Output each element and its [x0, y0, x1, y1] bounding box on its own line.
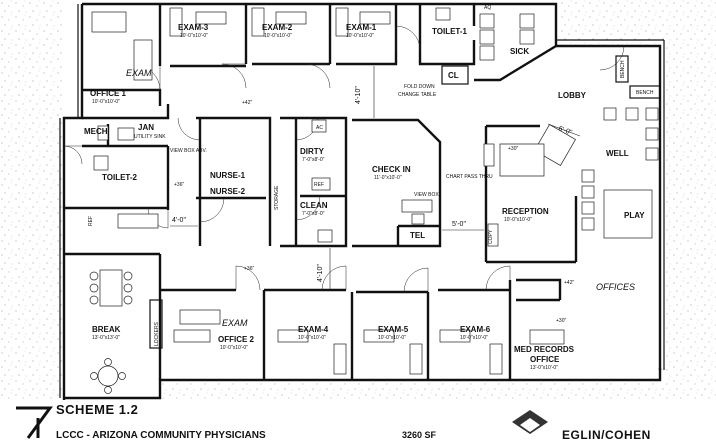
- clean-size: 7'-0"x8'-0": [302, 211, 325, 217]
- furniture: [89, 7, 659, 394]
- copy-label: COPY: [488, 229, 494, 244]
- room-labels: EXAM-3 10'-0"x10'-0" EXAM-2 10'-0"x10'-0…: [84, 23, 645, 371]
- exam1-label: EXAM-1: [346, 23, 377, 32]
- dimension-lines: 4'-10" 4'-0" 4'-10" 5'-0" 6'-0" +42" +36…: [170, 66, 581, 324]
- reception-size: 10'-0"x10'-0": [504, 217, 532, 223]
- exam4-size: 10'-0"x10'-0": [298, 335, 326, 341]
- scheme-title: SCHEME 1.2: [56, 402, 139, 417]
- toilet2-label: TOILET-2: [102, 173, 138, 182]
- scheme-logo-icon: [16, 406, 53, 439]
- height-42-top: +42": [242, 100, 252, 106]
- lockers-label: LOCKERS: [154, 321, 160, 346]
- break-label: BREAK: [92, 325, 121, 334]
- tel-label: TEL: [410, 231, 425, 240]
- bench-label-2: BENCH: [636, 90, 654, 96]
- nurse1-label: NURSE-1: [210, 171, 246, 180]
- note-exam-office1: EXAM: [126, 68, 152, 78]
- office1-size: 10'-0"x10'-0": [92, 99, 120, 105]
- project-name: LCCC - ARIZONA COMMUNITY PHYSICIANS: [56, 430, 266, 441]
- med-records-size: 13'-0"x10'-0": [530, 365, 558, 371]
- exam3-size: 10'-0"x10'-0": [180, 33, 208, 39]
- dim-corridor-top: 4'-10": [355, 86, 362, 104]
- note-exam-office2: EXAM: [222, 318, 248, 328]
- clean-label: CLEAN: [300, 201, 328, 210]
- dim-lobby: 6'-0": [557, 125, 573, 137]
- firm-logo-icon: [512, 410, 548, 434]
- cl-label: CL: [448, 71, 459, 80]
- reception-label: RECEPTION: [502, 207, 549, 216]
- exam5-label: EXAM-5: [378, 325, 409, 334]
- ref-label-break: REF: [88, 216, 94, 226]
- utility-sink-label: UTILITY SINK: [134, 134, 166, 140]
- check-in-label: CHECK IN: [372, 165, 411, 174]
- nurse2-label: NURSE-2: [210, 187, 246, 196]
- exam1-size: 10'-0"x10'-0": [346, 33, 374, 39]
- exam2-size: 10'-0"x10'-0": [264, 33, 292, 39]
- exam6-size: 10'-0"x10'-0": [460, 335, 488, 341]
- fixture-labels: AQ CL AC REF REF BENCH BENCH FOLD DOWN C…: [88, 5, 661, 244]
- height-30-records: +30": [556, 318, 566, 324]
- exam4-label: EXAM-4: [298, 325, 329, 334]
- bench-label-1: BENCH: [620, 60, 626, 78]
- fold-down-label: FOLD DOWN: [404, 84, 435, 90]
- height-42-offices: +42": [564, 280, 574, 286]
- exam6-label: EXAM-6: [460, 325, 491, 334]
- view-box-label-1: VIEW BOX ABV.: [170, 148, 207, 154]
- square-footage: 3260 SF: [402, 430, 437, 440]
- break-size: 13'-0"x13'-0": [92, 335, 120, 341]
- chart-pass-label: CHART PASS THRU: [446, 174, 493, 180]
- aq-label: AQ: [484, 5, 491, 11]
- handwritten-notes: EXAM EXAM OFFICES: [126, 68, 635, 328]
- play-label: PLAY: [624, 211, 645, 220]
- jan-label: JAN: [138, 123, 154, 132]
- exam3-label: EXAM-3: [178, 23, 209, 32]
- note-offices: OFFICES: [596, 282, 635, 292]
- landscape-right: [664, 40, 716, 400]
- office2-label: OFFICE 2: [218, 335, 255, 344]
- view-box-label-2: VIEW BOX: [414, 192, 439, 198]
- exam2-label: EXAM-2: [262, 23, 293, 32]
- landscape-left: [0, 0, 62, 400]
- change-table-label: CHANGE TABLE: [398, 92, 437, 98]
- well-label: WELL: [606, 149, 629, 158]
- sick-label: SICK: [510, 47, 529, 56]
- office2-size: 10'-0"x10'-0": [220, 345, 248, 351]
- landscape-top-right: [560, 0, 716, 46]
- toilet1-label: TOILET-1: [432, 27, 468, 36]
- dim-corridor-bottom: 4'-10": [317, 264, 324, 282]
- dim-corridor-check: 5'-0": [452, 221, 466, 228]
- landscape-bottom: [160, 382, 664, 400]
- med-records-label: MED RECORDS: [514, 345, 575, 354]
- title-block: SCHEME 1.2 LCCC - ARIZONA COMMUNITY PHYS…: [0, 400, 716, 444]
- height-36-nurse: +36": [244, 266, 254, 272]
- check-in-size: 11'-0"x10'-0": [374, 175, 402, 181]
- storage-label: STORAGE: [274, 185, 280, 210]
- dirty-size: 7'-0"x8'-0": [302, 157, 325, 163]
- med-records-office-label: OFFICE: [530, 355, 560, 364]
- office1-label: OFFICE 1: [90, 89, 127, 98]
- dirty-label: DIRTY: [300, 147, 325, 156]
- dim-corridor-left: 4'-0": [172, 217, 186, 224]
- ref-label-dirty: REF: [314, 182, 324, 188]
- height-30-reception: +30": [508, 146, 518, 152]
- ac-label: AC: [316, 125, 323, 131]
- lobby-label: LOBBY: [558, 91, 587, 100]
- mech-label: MECH: [84, 127, 108, 136]
- exam5-size: 10'-0"x10'-0": [378, 335, 406, 341]
- height-36-toilet: +36": [174, 182, 184, 188]
- firm-name: EGLIN/COHEN: [562, 428, 651, 442]
